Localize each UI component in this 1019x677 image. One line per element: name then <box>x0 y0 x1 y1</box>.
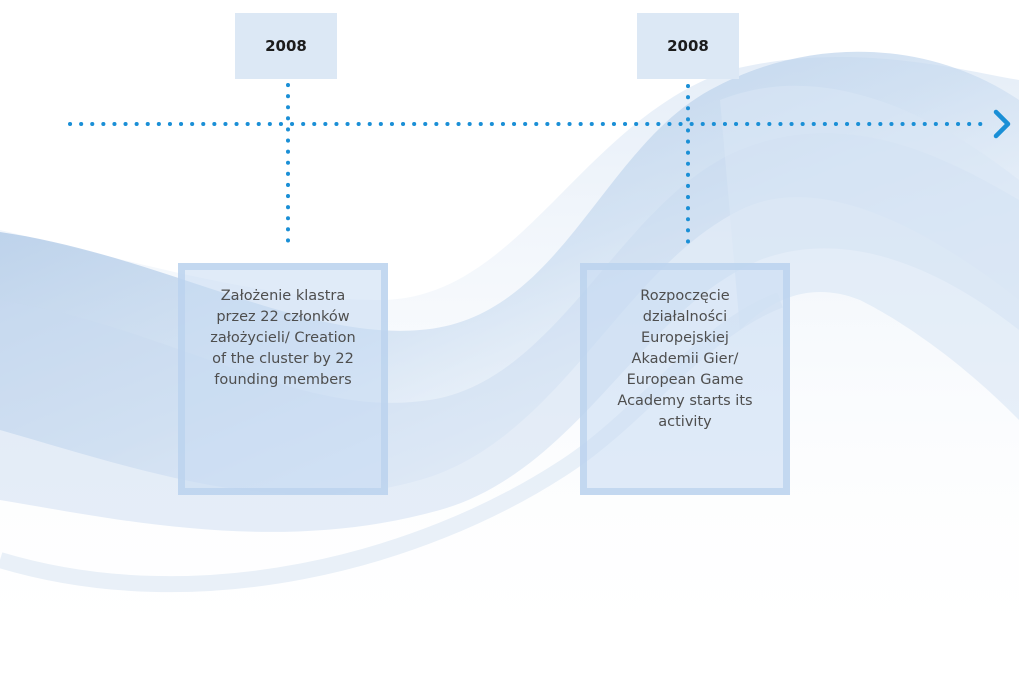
event-card-1: Założenie klastra przez 22 członków zało… <box>178 263 388 495</box>
year-text-2: 2008 <box>667 37 709 55</box>
chevron-right-icon <box>993 109 1011 139</box>
year-text-1: 2008 <box>265 37 307 55</box>
event-card-2: Rozpoczęcie działalności Europejskiej Ak… <box>580 263 790 495</box>
event-description-1: Założenie klastra przez 22 członków zało… <box>210 288 356 388</box>
year-label-1: 2008 <box>235 13 337 79</box>
event-description-2: Rozpoczęcie działalności Europejskiej Ak… <box>617 288 753 430</box>
year-label-2: 2008 <box>637 13 739 79</box>
